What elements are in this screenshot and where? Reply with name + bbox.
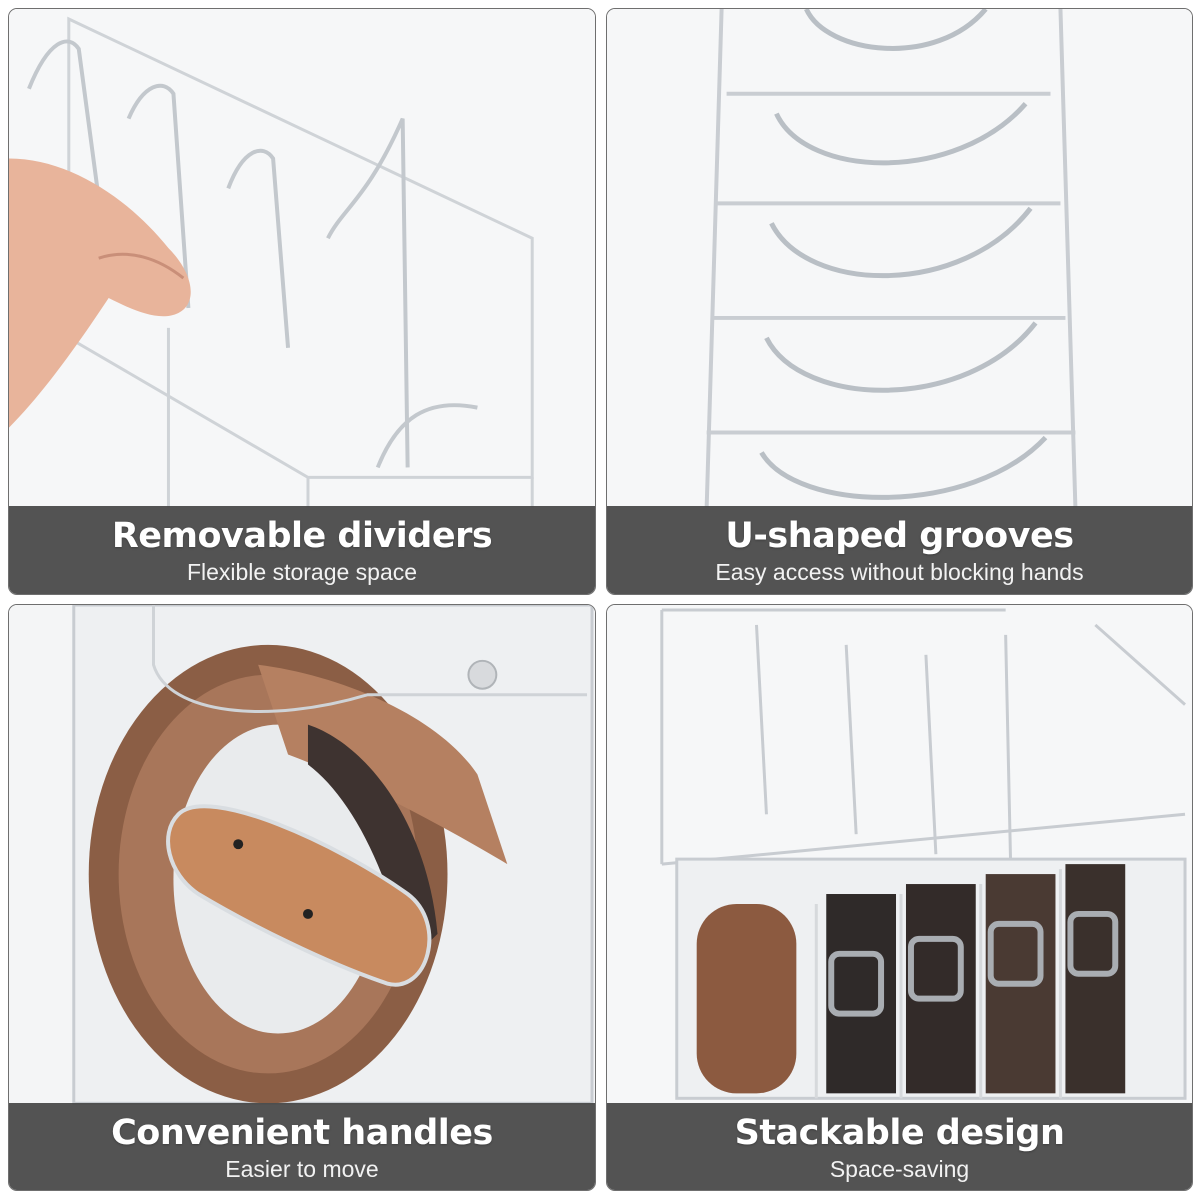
- stackable-design-photo-icon: [607, 605, 1192, 1190]
- caption-bar: Stackable design Space-saving: [607, 1103, 1192, 1190]
- panel-subtitle: Flexible storage space: [186, 559, 418, 585]
- panel-subtitle: Easy access without blocking hands: [715, 559, 1084, 585]
- convenient-handles-photo-icon: [9, 605, 595, 1190]
- panel-removable-dividers: Removable dividers Flexible storage spac…: [8, 8, 596, 595]
- u-shaped-grooves-photo-icon: [607, 9, 1192, 594]
- panel-title: Convenient handles: [111, 1113, 493, 1153]
- caption-bar: U-shaped grooves Easy access without blo…: [607, 506, 1192, 594]
- caption-bar: Convenient handles Easier to move: [9, 1103, 595, 1190]
- panel-title: U-shaped grooves: [725, 516, 1074, 556]
- removable-dividers-photo-icon: [9, 9, 595, 594]
- panel-stackable-design: Stackable design Space-saving: [606, 604, 1193, 1191]
- panel-title: Stackable design: [734, 1113, 1065, 1153]
- panel-u-shaped-grooves: U-shaped grooves Easy access without blo…: [606, 8, 1193, 595]
- panel-convenient-handles: Convenient handles Easier to move: [8, 604, 596, 1191]
- panel-subtitle: Easier to move: [225, 1156, 379, 1182]
- panel-subtitle: Space-saving: [829, 1156, 970, 1182]
- panel-title: Removable dividers: [111, 516, 493, 556]
- caption-bar: Removable dividers Flexible storage spac…: [9, 506, 595, 594]
